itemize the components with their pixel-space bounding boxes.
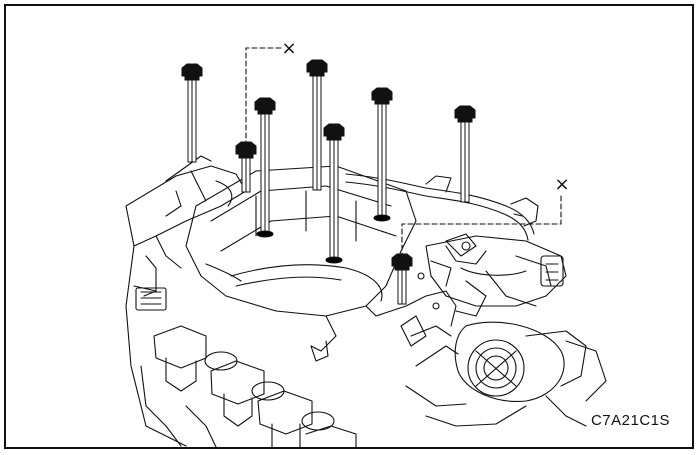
- intake-manifold-illustration: × ×: [125, 38, 607, 447]
- bolt-1: [181, 63, 203, 163]
- throttle-body: [405, 235, 607, 427]
- diagram-frame: × ×: [4, 4, 694, 449]
- x-marker-top: ×: [281, 38, 296, 59]
- bolt-5: [323, 123, 345, 264]
- engine-block: [125, 155, 247, 447]
- x-marker-right: ×: [554, 174, 569, 195]
- bolt-8: [391, 253, 413, 305]
- fuel-hose: [345, 173, 539, 241]
- bolt-3: [254, 97, 276, 238]
- brackets: [400, 233, 487, 347]
- bolts: [181, 59, 476, 305]
- bolt-7: [454, 105, 476, 203]
- bolt-6: [371, 87, 393, 222]
- bolt-2: [235, 141, 257, 193]
- ignition-coils: [140, 325, 357, 447]
- intake-plenum: [185, 165, 457, 362]
- callout-leader-right: [401, 193, 562, 259]
- bolt-4: [306, 59, 328, 191]
- callout-leader-top: [245, 47, 283, 155]
- figure-code-label: C7A21C1S: [590, 412, 670, 429]
